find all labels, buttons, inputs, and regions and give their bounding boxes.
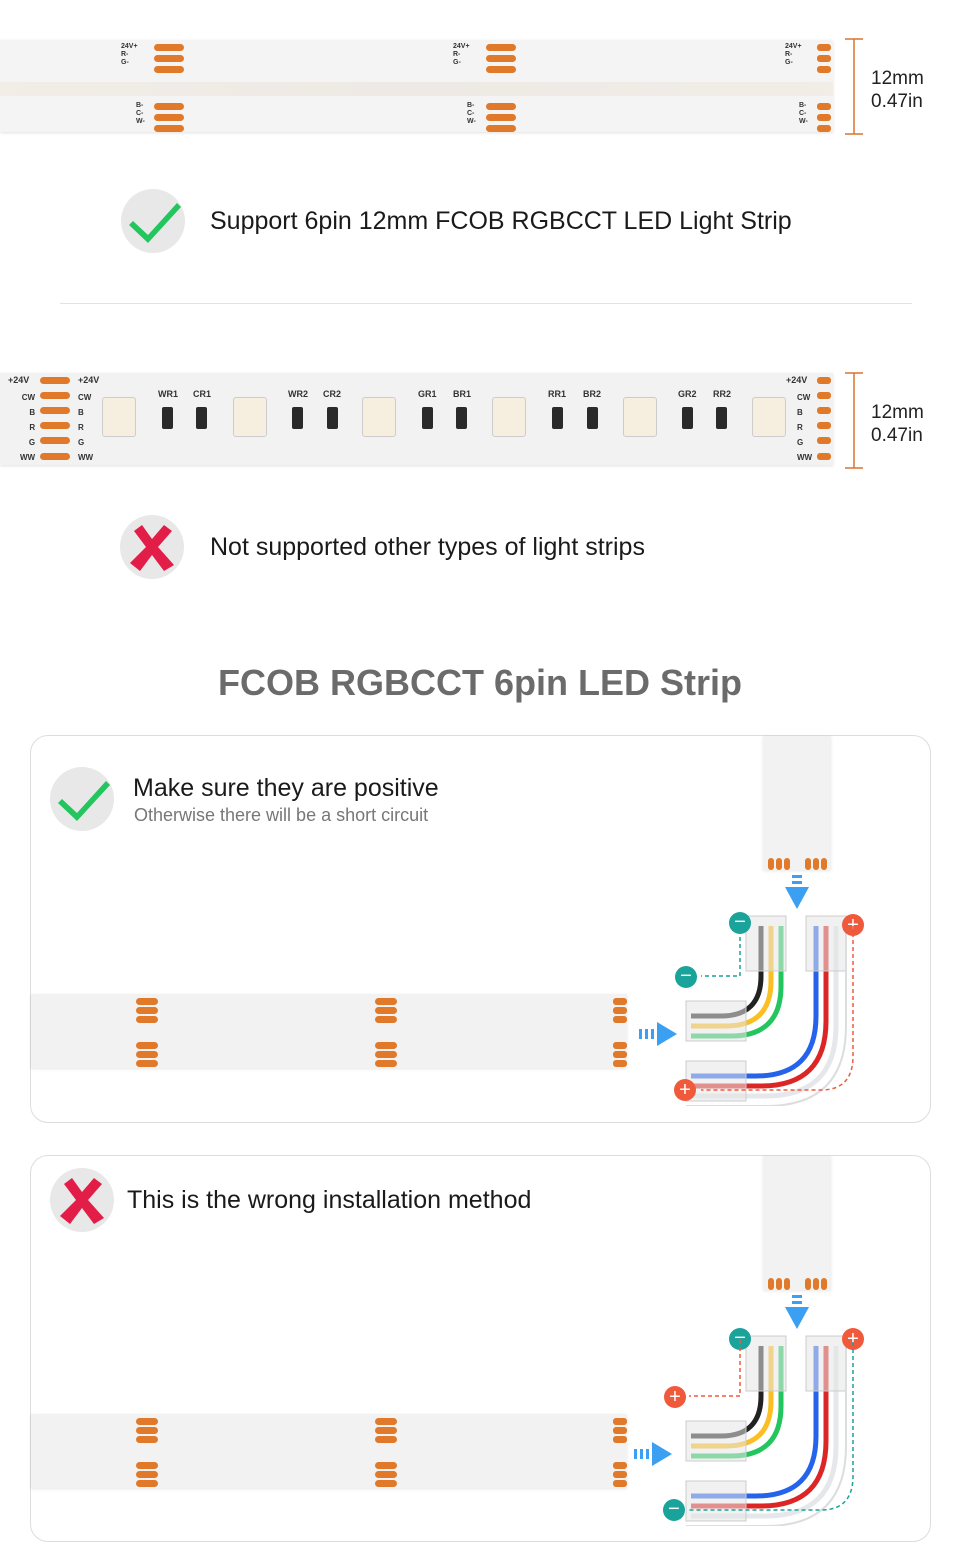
channel-labels-right: CW B R G WW (797, 393, 813, 462)
smd-strip: +24V +24V +24V CW B R G WW CW B R G WW C… (0, 373, 833, 465)
horizontal-strip (31, 994, 627, 1068)
resistor-label: WR2 (288, 389, 308, 399)
dimension-in-top: 0.47in (871, 91, 923, 112)
led-chip (752, 397, 786, 437)
pad-label-top-3: 24V+ R- G- (785, 43, 802, 66)
minus-icon: − (675, 966, 697, 988)
check-icon (121, 189, 185, 253)
vertical-strip (763, 736, 831, 870)
minus-icon: − (729, 1328, 751, 1350)
dimension-mm-top: 12mm (871, 68, 924, 89)
plus-24v-mid: +24V (78, 375, 100, 385)
dimension-bracket-top (845, 38, 863, 135)
plus-icon: + (842, 1328, 864, 1350)
resistor-label: BR2 (583, 389, 602, 399)
led-chip (102, 397, 136, 437)
arrow-right-icon (634, 1442, 672, 1466)
resistor (162, 407, 173, 429)
led-chip (492, 397, 526, 437)
resistor (292, 407, 303, 429)
resistor-label: BR1 (453, 389, 472, 399)
resistor (587, 407, 598, 429)
pad-label-top-1: 24V+ R- G- (121, 43, 138, 66)
support-text: Support 6pin 12mm FCOB RGBCCT LED Light … (210, 207, 792, 235)
pad-label-top-2: 24V+ R- G- (453, 43, 470, 66)
resistor (716, 407, 727, 429)
resistor (552, 407, 563, 429)
minus-icon: − (663, 1499, 685, 1521)
polarity-guides (701, 923, 854, 1091)
plus-24v-left: +24V (8, 375, 30, 385)
divider (60, 303, 912, 304)
pad-label-bottom-3: B- C- W- (799, 102, 808, 125)
section-title: FCOB RGBCCT 6pin LED Strip (218, 662, 742, 703)
led-chip (233, 397, 267, 437)
channel-labels-mid: CW B R G WW (78, 393, 94, 462)
resistor (196, 407, 207, 429)
cob-glow-band (0, 82, 833, 96)
arrow-down-icon (785, 1295, 809, 1329)
fcob-strip-top: 24V+ R- G- B- C- W- 24V+ R- G- B- C- W- … (0, 40, 833, 132)
correct-installation-panel: Make sure they are positive Otherwise th… (30, 735, 931, 1123)
panel-good-subtitle: Otherwise there will be a short circuit (134, 805, 429, 825)
plus-icon: + (664, 1386, 686, 1408)
panel-good-title: Make sure they are positive (133, 774, 439, 802)
resistor (682, 407, 693, 429)
dimension-bracket-bottom (845, 372, 863, 469)
check-icon (50, 767, 114, 831)
arrow-right-icon (639, 1022, 677, 1046)
solder-pads-right (815, 42, 833, 132)
resistor-label: WR1 (158, 389, 178, 399)
resistor-label: RR1 (548, 389, 567, 399)
resistor (422, 407, 433, 429)
l-connector (685, 1335, 847, 1526)
polarity-guides (689, 1340, 854, 1511)
solder-pads-middle (484, 42, 524, 132)
x-icon (120, 515, 184, 579)
resistor-label: GR2 (678, 389, 697, 399)
resistor (456, 407, 467, 429)
pad-label-bottom-1: B- C- W- (136, 102, 145, 125)
resistor-label: CR2 (323, 389, 342, 399)
dimension-mm-bottom: 12mm (871, 402, 924, 423)
plus-24v-right: +24V (786, 375, 808, 385)
horizontal-strip (31, 1414, 627, 1488)
arrow-down-icon (785, 875, 809, 909)
wrong-installation-panel: This is the wrong installation method (30, 1155, 931, 1542)
led-chip (623, 397, 657, 437)
vertical-strip (763, 1156, 831, 1290)
solder-pads-left (152, 42, 192, 132)
channel-labels-left: CW B R G WW (20, 393, 36, 462)
resistor-label: GR1 (418, 389, 437, 399)
plus-icon: + (674, 1079, 696, 1101)
resistor-label: RR2 (713, 389, 732, 399)
resistor-label: CR1 (193, 389, 212, 399)
led-chip (362, 397, 396, 437)
panel-bad-title: This is the wrong installation method (127, 1186, 532, 1214)
pad-column-left (38, 375, 78, 465)
x-icon (50, 1168, 114, 1232)
dimension-in-bottom: 0.47in (871, 425, 923, 446)
not-supported-text: Not supported other types of light strip… (210, 533, 645, 561)
pad-column-right (815, 375, 833, 465)
resistor (327, 407, 338, 429)
plus-icon: + (842, 914, 864, 936)
l-connector (685, 915, 847, 1106)
pad-label-bottom-2: B- C- W- (467, 102, 476, 125)
